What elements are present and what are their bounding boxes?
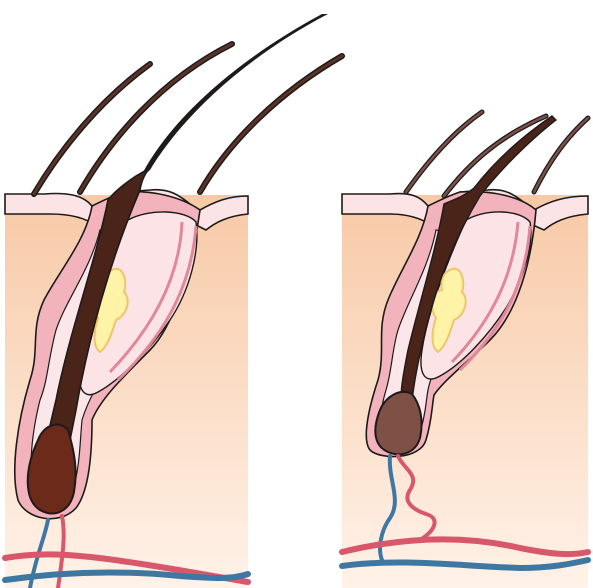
left-hair-4-fill xyxy=(200,56,342,192)
left-hair-3-main xyxy=(140,14,328,178)
right-panel xyxy=(342,112,588,588)
left-hair-2-fill xyxy=(80,44,232,192)
right-hair-1 xyxy=(406,112,482,192)
left-hair-2 xyxy=(80,44,232,192)
left-panel xyxy=(5,14,342,588)
left-hair-4 xyxy=(200,56,342,192)
